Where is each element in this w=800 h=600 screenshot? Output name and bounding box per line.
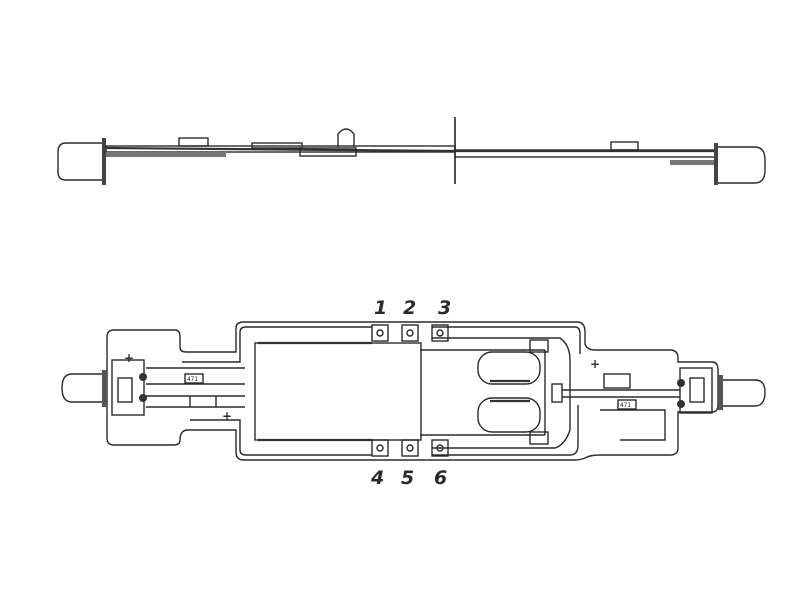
left-led-top [61, 373, 102, 403]
left-led-flange [102, 138, 106, 185]
pad-3 [431, 324, 449, 342]
board-outline [106, 321, 719, 461]
pad-label-5: 5 [401, 467, 414, 489]
pad-hole [376, 329, 384, 337]
trace-top-outer [182, 326, 372, 363]
left-led-flange-top [102, 370, 107, 407]
pad-hole [376, 444, 384, 452]
component-switch [251, 142, 303, 149]
solder-dot [139, 373, 147, 381]
coil-bottom [477, 397, 541, 433]
pad-label-2: 2 [403, 297, 416, 319]
resistor-left [184, 373, 204, 384]
pad-label-6: 6 [434, 467, 447, 489]
component-body [299, 147, 357, 157]
board-left-layer [106, 152, 226, 157]
pad-2 [401, 324, 419, 342]
resistor-right-label: 471 [620, 402, 631, 409]
left-led-pad [111, 359, 145, 416]
pad-label-3: 3 [438, 297, 451, 319]
pad-small-top [529, 339, 549, 353]
pad-1 [371, 324, 389, 342]
battery-area [254, 342, 422, 441]
solder-dot [139, 394, 147, 402]
pad-hole [436, 329, 444, 337]
pad-hole [406, 444, 414, 452]
left-led [57, 142, 105, 181]
top-view: 471 471 + + + 1 2 3 4 5 6 [61, 297, 766, 489]
right-led [718, 146, 766, 184]
trace-right-lower [600, 409, 666, 441]
pad-label-1: 1 [374, 297, 387, 319]
component-right [610, 141, 639, 151]
right-led-pad [679, 367, 713, 414]
solder-dot [677, 400, 685, 408]
component-round [337, 128, 355, 147]
board-right-layer [670, 160, 717, 165]
pad-hole [436, 444, 444, 452]
right-led-flange-top [718, 375, 723, 410]
trace-right-inner [432, 337, 571, 449]
resistor-right [617, 399, 637, 410]
polarity-mark: + [124, 351, 134, 365]
polarity-mark: + [590, 357, 600, 371]
pad-5 [401, 439, 419, 457]
solder-dot [677, 379, 685, 387]
pad-hole [406, 329, 414, 337]
trace-top-right-outer [432, 326, 581, 354]
side-view [57, 117, 766, 185]
pad-small-bottom [529, 431, 549, 445]
pads [371, 324, 449, 457]
polarity-mark: + [222, 409, 232, 423]
trace-bottom-outer [190, 419, 372, 456]
right-led-top [723, 379, 766, 407]
right-led-body [689, 377, 705, 403]
pad-label-4: 4 [370, 467, 384, 489]
trace-bottom-right-outer [432, 405, 579, 456]
right-led-flange [714, 143, 718, 185]
left-led-body [117, 377, 133, 403]
center-component [551, 383, 563, 403]
resistor-right-box [603, 373, 631, 389]
resistor-left-label: 471 [187, 376, 198, 383]
pad-6 [431, 439, 449, 457]
board-left-edge [105, 146, 456, 153]
component-left [178, 137, 209, 147]
pad-4 [371, 439, 389, 457]
coil-top [477, 351, 541, 385]
